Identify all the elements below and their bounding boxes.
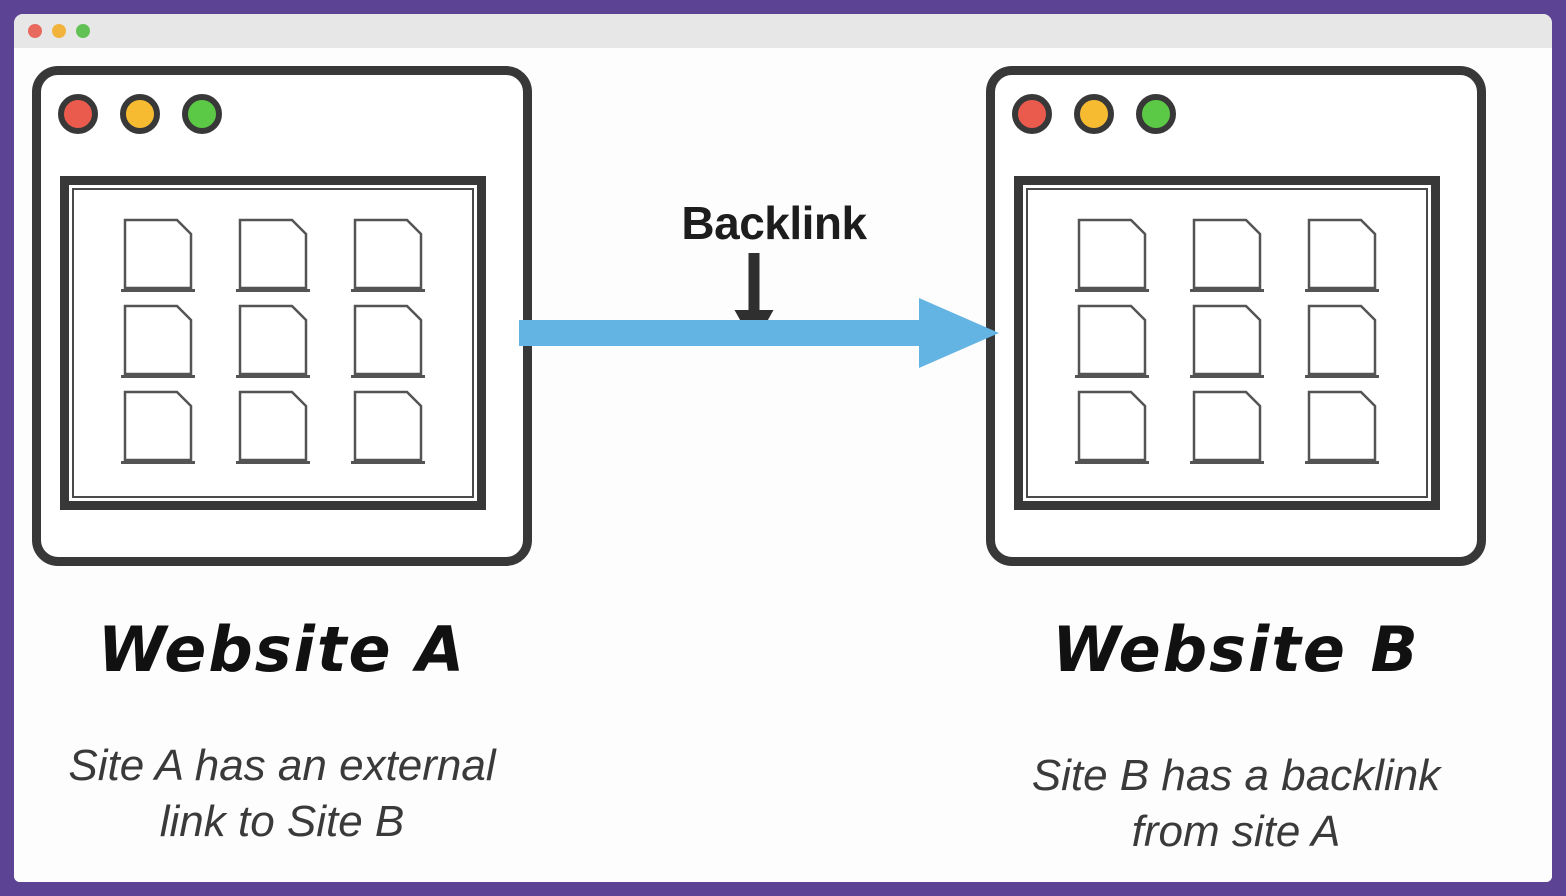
website-b-caption-line1: Site B has a backlink — [1031, 751, 1441, 800]
page-document-icon — [120, 302, 195, 384]
browser-mockup-website-a — [32, 66, 532, 566]
window-maximize-button[interactable] — [76, 24, 90, 38]
website-b-caption-line2: from site A — [1131, 807, 1341, 857]
page-grid-b — [1028, 190, 1426, 496]
page-document-icon — [351, 388, 426, 470]
backlink-arrow-icon — [519, 298, 999, 368]
browser-viewport — [1014, 176, 1440, 510]
browser-viewport-inner-border — [1026, 188, 1428, 498]
page-grid-a — [74, 190, 472, 496]
page-document-icon — [1074, 302, 1149, 384]
browser-traffic-lights — [1012, 94, 1176, 134]
page-document-icon — [120, 388, 195, 470]
page-document-icon — [1074, 388, 1149, 470]
page-document-icon — [235, 216, 310, 298]
browser-minimize-dot-icon — [1074, 94, 1114, 134]
page-document-icon — [1189, 302, 1264, 384]
page-document-icon — [1305, 302, 1380, 384]
diagram-canvas: Backlink Website A Website B Site A has … — [14, 48, 1552, 882]
website-b-title: Website B — [1052, 613, 1420, 686]
window-minimize-button[interactable] — [52, 24, 66, 38]
page-document-icon — [120, 216, 195, 298]
browser-viewport-inner-border — [72, 188, 474, 498]
backlink-label: Backlink — [681, 197, 867, 249]
website-a-title: Website A — [97, 613, 467, 686]
window-title-bar — [14, 14, 1552, 48]
page-document-icon — [351, 302, 426, 384]
window-body: Backlink Website A Website B Site A has … — [14, 14, 1552, 882]
browser-mockup-website-b — [986, 66, 1486, 566]
browser-traffic-lights — [58, 94, 222, 134]
website-a-caption-line1: Site A has an external — [68, 741, 496, 790]
page-document-icon — [1189, 388, 1264, 470]
browser-close-dot-icon — [58, 94, 98, 134]
website-b-caption: Site B has a backlink from site A — [976, 748, 1496, 861]
page-document-icon — [1189, 216, 1264, 298]
page-document-icon — [1305, 388, 1380, 470]
page-document-icon — [351, 216, 426, 298]
window-close-button[interactable] — [28, 24, 42, 38]
page-document-icon — [1074, 216, 1149, 298]
browser-viewport — [60, 176, 486, 510]
browser-maximize-dot-icon — [182, 94, 222, 134]
page-document-icon — [235, 302, 310, 384]
page-document-icon — [1305, 216, 1380, 298]
page-document-icon — [235, 388, 310, 470]
website-a-caption-line2: link to Site B — [159, 797, 405, 847]
browser-minimize-dot-icon — [120, 94, 160, 134]
website-a-caption: Site A has an external link to Site B — [22, 738, 542, 851]
browser-close-dot-icon — [1012, 94, 1052, 134]
browser-maximize-dot-icon — [1136, 94, 1176, 134]
